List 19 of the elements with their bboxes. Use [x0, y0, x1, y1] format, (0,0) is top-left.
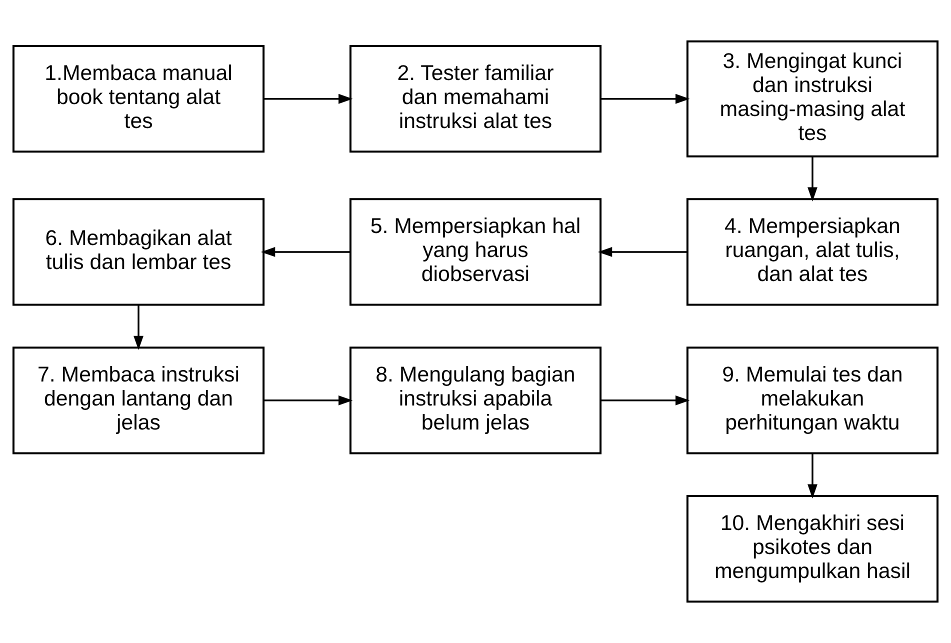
node-box: 10. Mengakhiri sesi psikotes dan mengumpulkan hasil — [686, 495, 939, 603]
arrow — [134, 305, 144, 350]
arrow — [808, 454, 818, 498]
node-box: 1.Membaca manual book tentang alat tes — [12, 45, 265, 153]
arrow — [264, 395, 353, 406]
arrow — [264, 94, 353, 104]
node-box: 2. Tester familiar dan memahami instruksi alat tes — [349, 45, 602, 153]
arrow — [598, 247, 688, 257]
node-box: 3. Mengingat kunci dan instruksi masing-masing alat tes — [686, 40, 939, 158]
node-box: 8. Mengulang bagian instruksi apabila belum jelas — [349, 346, 602, 454]
arrow — [808, 156, 818, 202]
arrow — [600, 395, 690, 406]
arrow — [600, 94, 690, 104]
node-box: 6. Membagikan alat tulis dan lembar tes — [12, 198, 265, 306]
node-box: 5. Mempersiapkan hal yang harus diobservasi — [349, 198, 602, 306]
node-box: 4. Mempersiapkan ruangan, alat tulis, dan alat tes — [686, 198, 939, 306]
node-box: 7. Membaca instruksi dengan lantang dan jelas — [12, 346, 265, 454]
arrow — [260, 247, 350, 257]
node-box: 9. Memulai tes dan melakukan perhitungan waktu — [686, 346, 939, 454]
